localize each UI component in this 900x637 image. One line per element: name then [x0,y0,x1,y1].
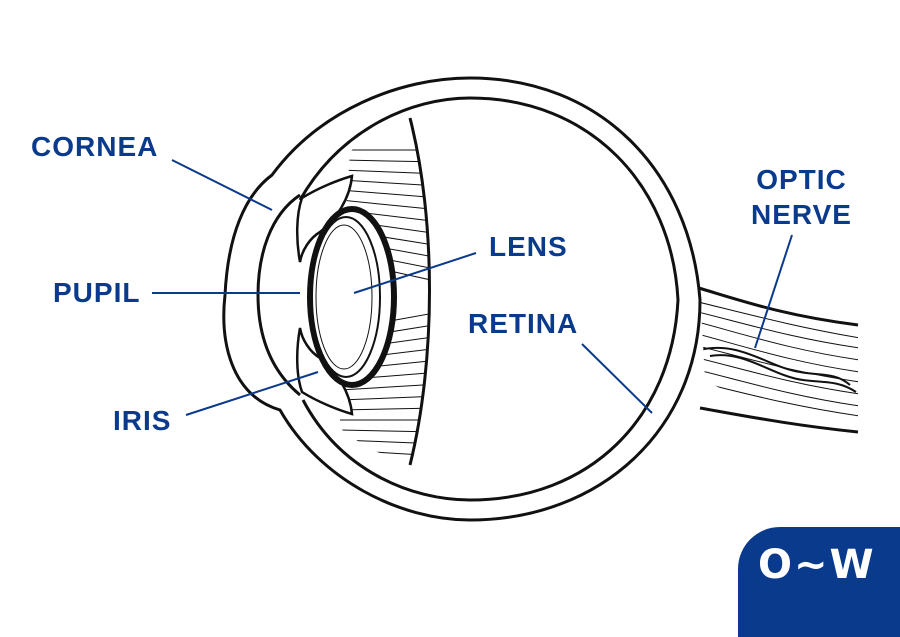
eye-anatomy-diagram [152,76,859,522]
iris-label: IRIS [113,405,172,436]
optic-nerve-label-line1: OPTIC [756,164,847,195]
cornea-inner [256,193,301,397]
logo: O~W [758,542,876,588]
optic-nerve-fibers [700,299,858,417]
retina-label: RETINA [468,308,579,339]
optic-nerve-leader [754,234,793,349]
retina-leader [581,343,653,414]
cornea-leader [171,159,273,211]
leader-lines [152,159,793,416]
lens-leader [353,252,477,294]
iris-leader [185,371,319,416]
optic-nerve-shape [691,284,859,434]
sclera-outer [222,76,702,522]
optic-nerve-label-line2: NERVE [751,199,852,230]
optic-nerve-label: OPTIC NERVE [744,162,859,232]
lens-shape [307,206,397,388]
ciliary-boundary [408,117,431,466]
lens-label: LENS [489,231,568,262]
cornea-label: CORNEA [31,131,159,162]
retina-inner [298,96,680,502]
pupil-label: PUPIL [53,277,141,308]
iris-shape [295,174,354,416]
